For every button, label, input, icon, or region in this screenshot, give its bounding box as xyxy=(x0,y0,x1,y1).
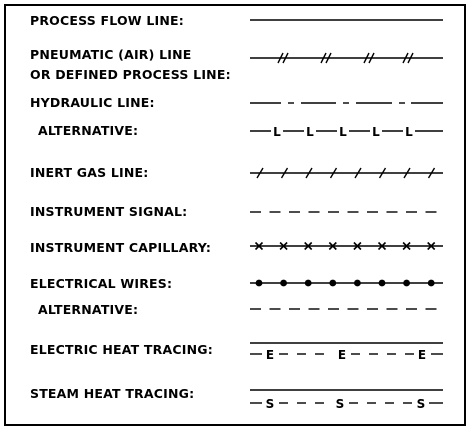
hydraulic-alt-gap-2 xyxy=(337,124,349,138)
electrical-dot-3 xyxy=(329,279,337,287)
pneumatic-hatch-a-1 xyxy=(320,52,327,64)
inert-gas-hatch-3 xyxy=(329,167,338,179)
label-electrical-wires: ELECTRICAL WIRES: xyxy=(30,276,173,291)
steam-heat-marker-0: S xyxy=(266,397,275,411)
label-pneumatic-line: PNEUMATIC (AIR) LINE xyxy=(30,47,192,62)
electrical-dot-2 xyxy=(304,279,312,287)
inert-gas-hatch-0 xyxy=(256,167,264,179)
pneumatic-hatch-a-2 xyxy=(363,52,370,64)
label-hydraulic-alternative: ALTERNATIVE: xyxy=(38,123,139,138)
electrical-dot-7 xyxy=(427,279,435,287)
electrical-dot-1 xyxy=(280,279,287,287)
capillary-x-b-5 xyxy=(377,241,387,251)
pneumatic-hatch-b-0 xyxy=(282,52,289,64)
electrical-dot-4 xyxy=(354,279,361,287)
label-inert-gas-line: INERT GAS LINE: xyxy=(30,165,149,180)
label-instrument-signal: INSTRUMENT SIGNAL: xyxy=(30,204,188,219)
capillary-x-b-0 xyxy=(254,241,264,251)
steam-heat-marker-2: S xyxy=(417,397,426,411)
legend-panel xyxy=(4,4,466,426)
capillary-x-b-7 xyxy=(427,241,436,251)
hydraulic-alt-gap-1 xyxy=(304,124,316,138)
pneumatic-hatch-b-1 xyxy=(325,52,332,64)
label-hydraulic-line: HYDRAULIC LINE: xyxy=(30,95,155,110)
label-pneumatic-line-cont: OR DEFINED PROCESS LINE: xyxy=(30,67,231,82)
hydraulic-alt-marker-4: L xyxy=(405,125,413,139)
hydraulic-alt-marker-0: L xyxy=(273,125,281,139)
pneumatic-hatch-b-2 xyxy=(368,52,375,64)
hydraulic-alt-gap-4 xyxy=(403,124,415,138)
steam-heat-marker-1: S xyxy=(336,397,345,411)
label-electric-heat-tracing: ELECTRIC HEAT TRACING: xyxy=(30,342,213,357)
hydraulic-alt-marker-1: L xyxy=(306,125,314,139)
electric-heat-marker-1: E xyxy=(338,348,346,362)
pneumatic-hatch-a-3 xyxy=(402,52,409,64)
electric-heat-marker-0: E xyxy=(266,348,274,362)
pneumatic-hatch-b-3 xyxy=(407,52,414,64)
inert-gas-hatch-2 xyxy=(305,167,313,179)
label-instrument-capillary: INSTRUMENT CAPILLARY: xyxy=(30,240,212,255)
electric-heat-marker-2: E xyxy=(418,348,426,362)
inert-gas-hatch-5 xyxy=(378,167,387,179)
capillary-x-b-1 xyxy=(279,241,288,251)
pneumatic-hatch-a-0 xyxy=(277,52,284,64)
capillary-x-b-4 xyxy=(353,241,362,251)
electrical-dot-5 xyxy=(378,279,386,287)
capillary-x-b-3 xyxy=(328,241,337,251)
label-process-flow-line: PROCESS FLOW LINE: xyxy=(30,13,184,28)
electrical-dot-0 xyxy=(255,279,263,287)
hydraulic-alt-marker-2: L xyxy=(339,125,347,139)
inert-gas-hatch-4 xyxy=(354,167,362,179)
hydraulic-alt-gap-3 xyxy=(370,124,382,138)
inert-gas-hatch-6 xyxy=(403,167,411,179)
inert-gas-hatch-1 xyxy=(280,167,289,179)
capillary-x-b-2 xyxy=(304,241,313,251)
hydraulic-alt-marker-3: L xyxy=(372,125,380,139)
label-electrical-alternative: ALTERNATIVE: xyxy=(38,302,139,317)
hydraulic-alt-gap-0 xyxy=(271,124,283,138)
capillary-x-b-6 xyxy=(402,241,411,251)
label-steam-heat-tracing: STEAM HEAT TRACING: xyxy=(30,386,195,401)
inert-gas-hatch-7 xyxy=(427,167,436,179)
electrical-dot-6 xyxy=(403,279,410,287)
